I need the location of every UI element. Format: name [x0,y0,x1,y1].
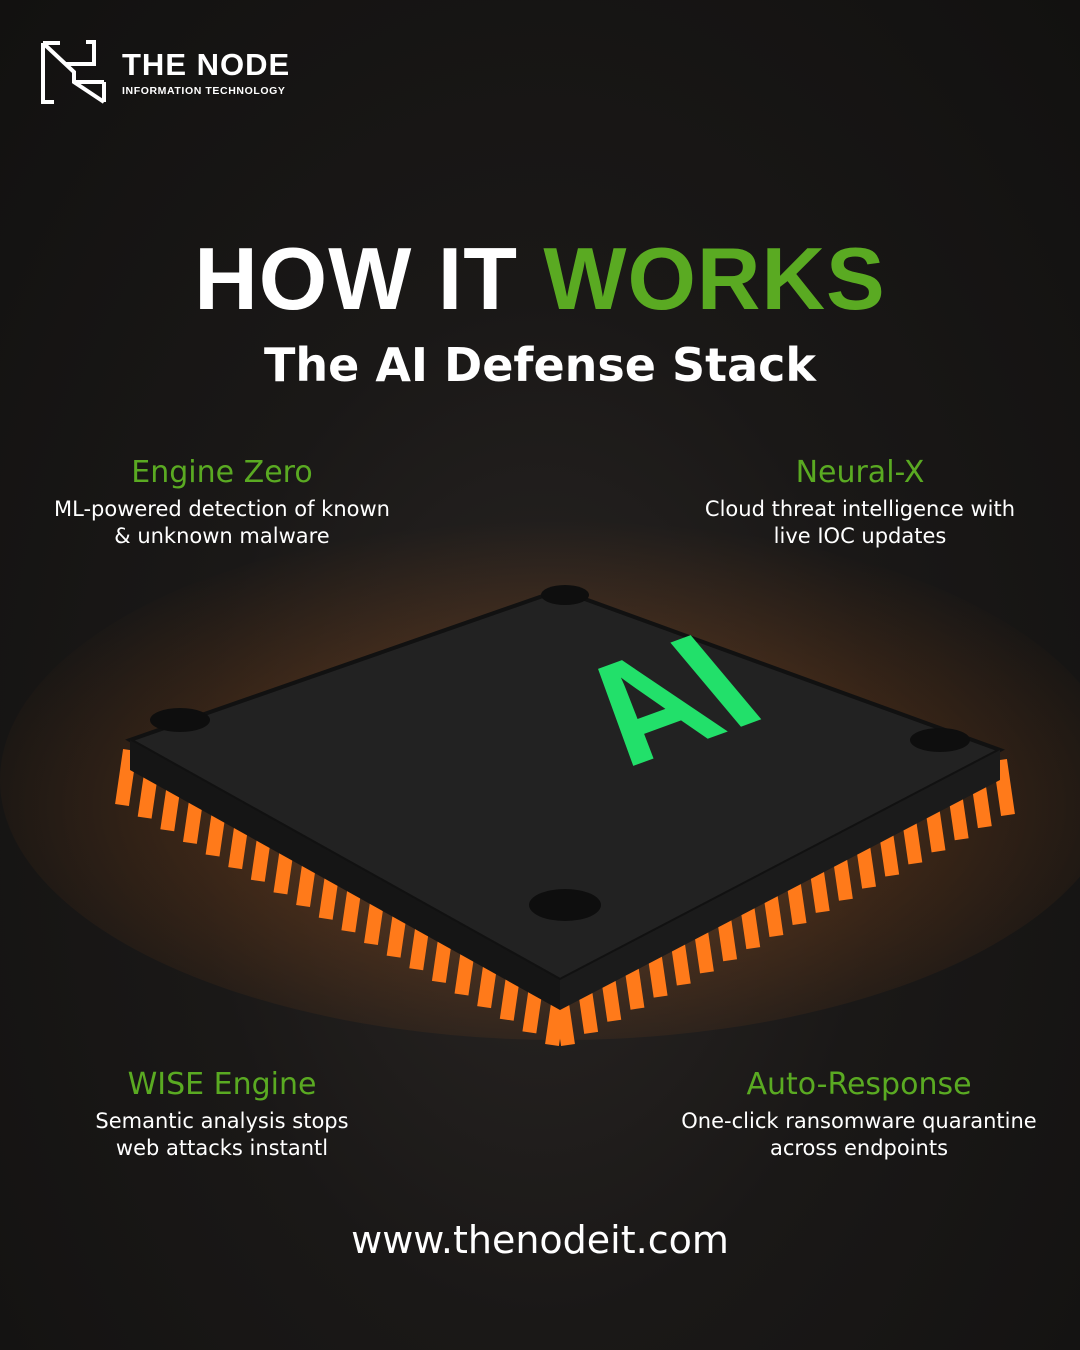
feature-auto-response: Auto-Response One-click ransomware quara… [669,1067,1049,1162]
node-logo-icon [41,40,106,104]
feature-desc: Semantic analysis stops [95,1109,349,1133]
ai-chip-illustration: AI [0,520,1080,1047]
feature-desc: ML-powered detection of known [54,497,390,521]
feature-wise-engine: WISE Engine Semantic analysis stops web a… [32,1067,412,1162]
feature-neural-x: Neural-X Cloud threat intelligence with l… [670,455,1050,550]
brand-name: THE NODE [122,47,291,82]
chip-pin [115,748,137,807]
feature-desc: live IOC updates [773,524,947,548]
feature-desc: One-click ransomware quarantine [681,1109,1037,1133]
page-title: HOW IT WORKS [0,228,1080,330]
feature-engine-zero: Engine Zero ML-powered detection of know… [32,455,412,550]
feature-title: WISE Engine [127,1067,317,1102]
feature-desc: & unknown malware [114,524,330,548]
feature-desc: Cloud threat intelligence with [704,497,1016,521]
feature-desc: across endpoints [769,1136,949,1160]
website-link[interactable]: www.thenodeit.com [351,1218,729,1262]
page-subtitle: The AI Defense Stack [263,338,817,392]
title-part2: WORKS [543,229,886,328]
chip-pin [993,758,1015,817]
feature-title: Neural-X [795,455,925,490]
brand-tagline: INFORMATION TECHNOLOGY [122,85,286,97]
feature-desc: web attacks instantl [115,1136,329,1160]
feature-title: Engine Zero [131,455,313,490]
title-part1: HOW IT [194,229,544,328]
feature-title: Auto-Response [746,1067,972,1102]
brand-logo: THE NODE INFORMATION TECHNOLOGY [40,38,290,106]
